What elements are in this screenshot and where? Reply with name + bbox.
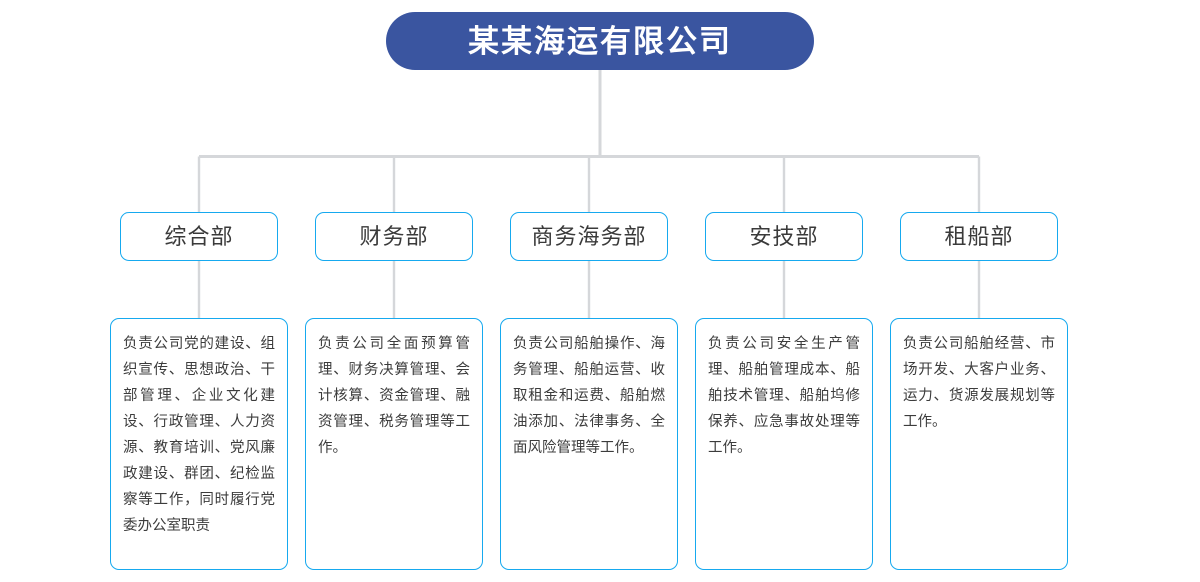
- desc-box-shangwuhaiwubu: 负责公司船舶操作、海务管理、船舶运营、收取租金和运费、船舶燃油添加、法律事务、全…: [500, 318, 678, 570]
- desc-text-caiwubu: 负责公司全面预算管理、财务决算管理、会计核算、资金管理、融资管理、税务管理等工作…: [318, 336, 470, 456]
- dept-label-anjibu: 安技部: [749, 223, 819, 249]
- desc-box-zuchuanbu: 负责公司船舶经营、市场开发、大客户业务、运力、货源发展规划等工作。: [890, 318, 1068, 570]
- company-title-node: 某某海运有限公司: [386, 12, 814, 70]
- desc-text-zonghebu: 负责公司党的建设、组织宣传、思想政治、干部管理、企业文化建设、行政管理、人力资源…: [123, 336, 275, 534]
- dept-box-caiwubu[interactable]: 财务部: [315, 212, 473, 261]
- dept-box-anjibu[interactable]: 安技部: [705, 212, 863, 261]
- dept-box-zonghebu[interactable]: 综合部: [120, 212, 278, 261]
- desc-box-anjibu: 负责公司安全生产管理、船舶管理成本、船舶技术管理、船舶坞修保养、应急事故处理等工…: [695, 318, 873, 570]
- dept-box-zuchuanbu[interactable]: 租船部: [900, 212, 1058, 261]
- desc-text-anjibu: 负责公司安全生产管理、船舶管理成本、船舶技术管理、船舶坞修保养、应急事故处理等工…: [708, 336, 860, 456]
- desc-box-caiwubu: 负责公司全面预算管理、财务决算管理、会计核算、资金管理、融资管理、税务管理等工作…: [305, 318, 483, 570]
- dept-label-shangwuhaiwubu: 商务海务部: [531, 223, 647, 249]
- dept-box-shangwuhaiwubu[interactable]: 商务海务部: [510, 212, 668, 261]
- dept-label-caiwubu: 财务部: [359, 223, 429, 249]
- desc-text-zuchuanbu: 负责公司船舶经营、市场开发、大客户业务、运力、货源发展规划等工作。: [903, 336, 1055, 430]
- dept-label-zonghebu: 综合部: [164, 223, 234, 249]
- desc-box-zonghebu: 负责公司党的建设、组织宣传、思想政治、干部管理、企业文化建设、行政管理、人力资源…: [110, 318, 288, 570]
- dept-label-zuchuanbu: 租船部: [944, 223, 1014, 249]
- company-title-text: 某某海运有限公司: [468, 23, 732, 59]
- desc-text-shangwuhaiwubu: 负责公司船舶操作、海务管理、船舶运营、收取租金和运费、船舶燃油添加、法律事务、全…: [513, 336, 665, 456]
